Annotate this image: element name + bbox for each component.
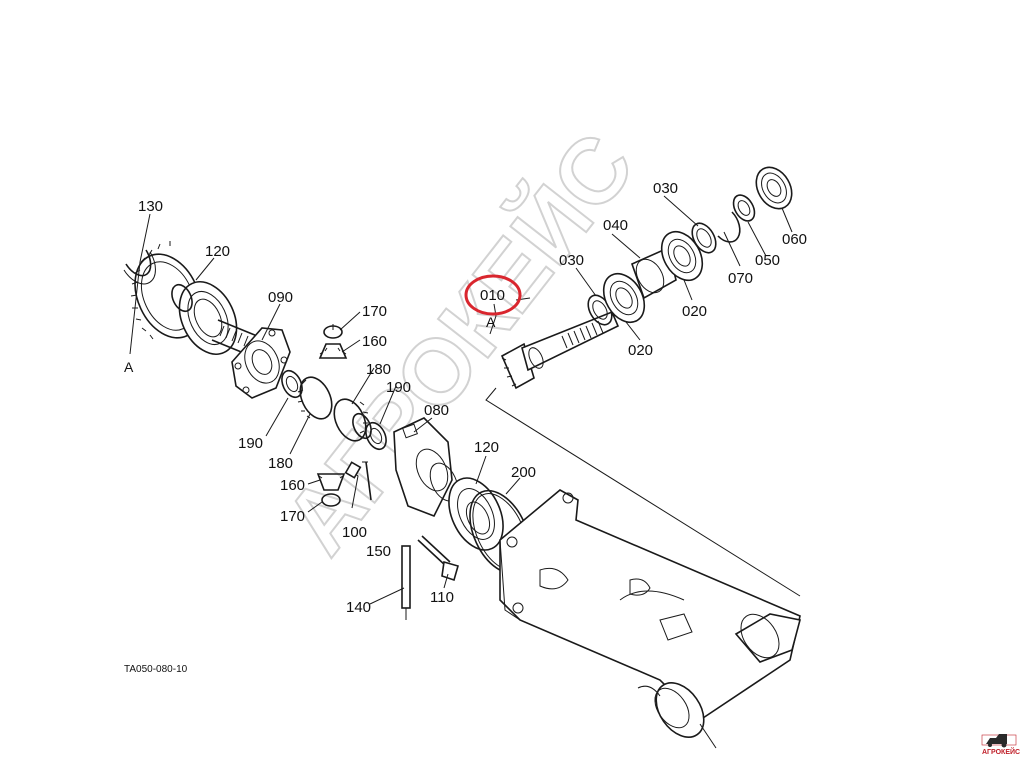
part-160-pinion-top bbox=[318, 343, 348, 359]
highlight-circle-010 bbox=[464, 274, 522, 316]
part-080-diff-case bbox=[393, 417, 459, 518]
part-070-snap-ring bbox=[717, 211, 741, 243]
label-120-right: 120 bbox=[474, 439, 499, 456]
part-010-pinion-shaft bbox=[500, 310, 620, 390]
part-160-pinion-bottom bbox=[316, 473, 346, 491]
section-mark-a-left: A bbox=[124, 359, 134, 375]
label-060: 060 bbox=[782, 231, 807, 248]
label-020-left: 020 bbox=[628, 342, 653, 359]
part-180-side-gear-left bbox=[297, 376, 333, 420]
diagram-code: TA050-080-10 bbox=[124, 664, 188, 675]
label-160-top: 160 bbox=[362, 333, 387, 350]
part-150-pin bbox=[362, 461, 372, 501]
label-110: 110 bbox=[430, 589, 454, 606]
label-030-left: 030 bbox=[559, 252, 584, 269]
label-180-right: 180 bbox=[366, 361, 391, 378]
part-190-washer-left bbox=[281, 369, 303, 399]
part-050-washer bbox=[732, 194, 756, 222]
part-090-flange bbox=[231, 327, 291, 399]
label-180-left: 180 bbox=[268, 455, 293, 472]
part-190-washer-right bbox=[365, 421, 387, 451]
leader-lines bbox=[129, 195, 793, 605]
label-190-left: 190 bbox=[238, 435, 263, 452]
logo-text: АГРОКЕЙС bbox=[982, 747, 1020, 756]
section-mark-a-right: A bbox=[486, 314, 496, 330]
brand-logo: АГРОКЕЙС bbox=[981, 734, 1020, 756]
label-160-bottom: 160 bbox=[280, 477, 305, 494]
label-120-left: 120 bbox=[205, 243, 230, 260]
label-170-bottom: 170 bbox=[280, 508, 305, 525]
part-130-snap-ring bbox=[123, 249, 156, 285]
part-020-bearing-left bbox=[602, 272, 646, 324]
label-150: 150 bbox=[366, 543, 391, 560]
label-100: 100 bbox=[342, 524, 367, 541]
label-050: 050 bbox=[755, 252, 780, 269]
label-020-right: 020 bbox=[682, 303, 707, 320]
part-060-nut bbox=[755, 166, 793, 210]
part-labels: 130 120 090 170 160 180 190 190 180 160 … bbox=[124, 180, 807, 675]
label-140: 140 bbox=[346, 599, 371, 616]
part-170-washer-top bbox=[323, 324, 343, 339]
part-170-washer-bottom bbox=[321, 493, 341, 507]
part-140-shaft bbox=[401, 545, 411, 620]
label-170-top: 170 bbox=[362, 303, 387, 320]
part-100-pin bbox=[344, 461, 362, 509]
label-010: 010 bbox=[480, 287, 505, 304]
label-130: 130 bbox=[138, 198, 163, 215]
part-110-bolt bbox=[417, 535, 459, 582]
label-200: 200 bbox=[511, 464, 536, 481]
part-120-bearing-right bbox=[448, 477, 504, 551]
label-080: 080 bbox=[424, 402, 449, 419]
label-090: 090 bbox=[268, 289, 293, 306]
label-070: 070 bbox=[728, 270, 753, 287]
label-190-right: 190 bbox=[386, 379, 411, 396]
part-120-gear-left bbox=[130, 241, 263, 359]
label-040: 040 bbox=[603, 217, 628, 234]
label-030-right: 030 bbox=[653, 180, 678, 197]
part-020-bearing-right bbox=[660, 230, 704, 282]
axle-housing bbox=[485, 387, 801, 749]
